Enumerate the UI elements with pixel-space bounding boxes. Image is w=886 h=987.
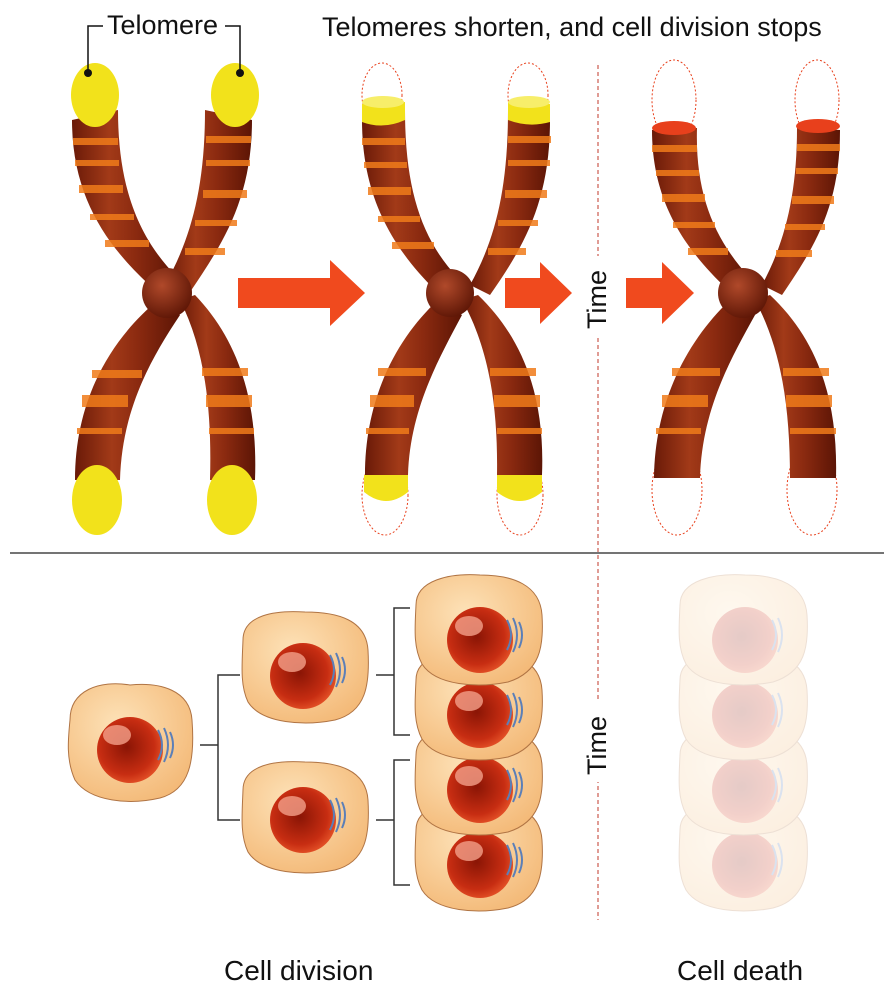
cell-gen2-bottom xyxy=(242,762,368,873)
cell-parent xyxy=(68,684,192,802)
time-label-bottom: Time xyxy=(582,716,613,775)
arrow-right-icon xyxy=(238,260,365,326)
cell-division-label: Cell division xyxy=(224,955,373,987)
diagram-title: Telomeres shorten, and cell division sto… xyxy=(322,12,822,43)
time-label-top: Time xyxy=(582,270,613,329)
telomere-label: Telomere xyxy=(107,10,218,41)
cell-death-label: Cell death xyxy=(677,955,803,987)
centromere xyxy=(142,268,192,318)
cell-gen2-top xyxy=(242,612,368,723)
cell-gen3-stack xyxy=(415,575,542,911)
chromosome-normal xyxy=(71,63,259,535)
cell-death-stack xyxy=(679,575,807,911)
telomere-cap xyxy=(71,63,119,127)
